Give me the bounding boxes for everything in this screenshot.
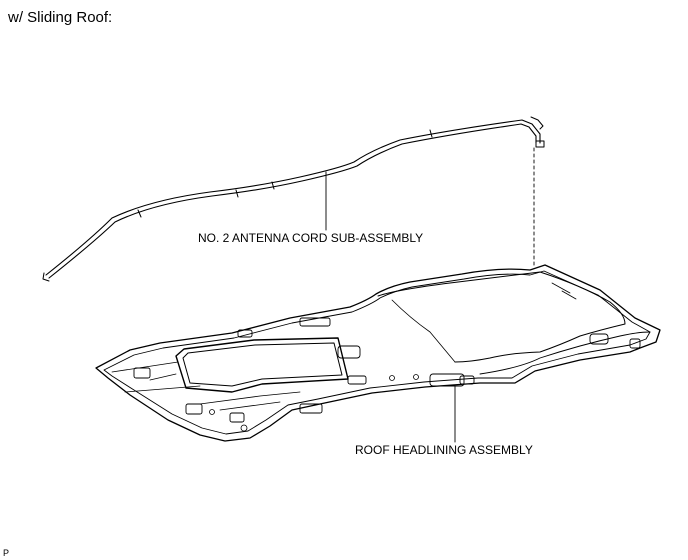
diagram-title: w/ Sliding Roof: [7,9,112,26]
illustration-code: P [3,548,9,558]
roof-headlining-assembly [95,264,661,442]
antenna-cord-sub-assembly [42,116,545,282]
antenna-cord-label: NO. 2 ANTENNA CORD SUB-ASSEMBLY [198,231,423,245]
headlining-label: ROOF HEADLINING ASSEMBLY [355,443,533,457]
